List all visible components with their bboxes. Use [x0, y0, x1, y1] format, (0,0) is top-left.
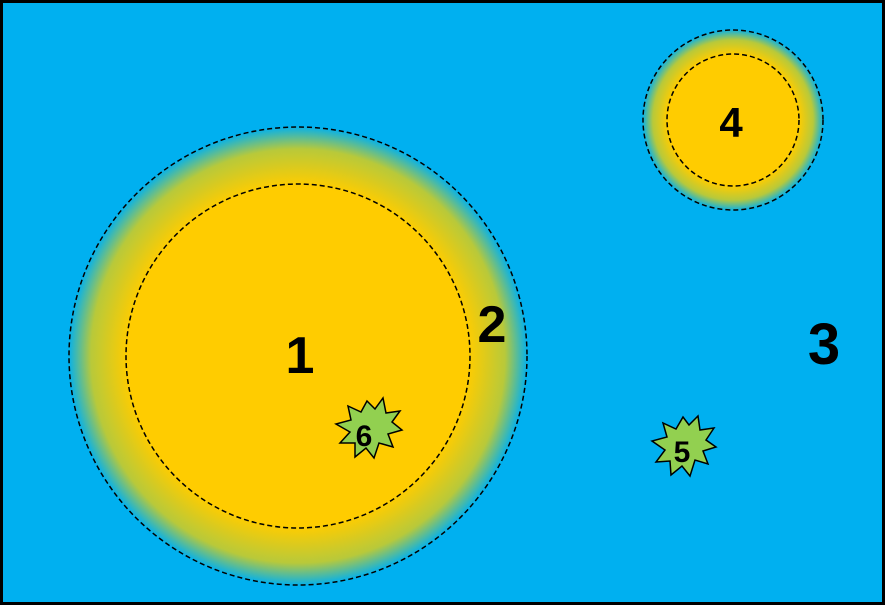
- zone-4-inner-boundary: [666, 53, 800, 187]
- label-zone-1: 1: [286, 327, 315, 385]
- label-zone-3: 3: [808, 312, 840, 377]
- label-star-5: 5: [674, 436, 691, 469]
- zone-2-gradient-ring: [68, 126, 528, 586]
- label-zone-4: 4: [719, 99, 743, 146]
- zone-2-outer-boundary: [68, 126, 528, 586]
- label-star-6: 6: [356, 420, 373, 453]
- label-zone-2: 2: [478, 296, 507, 354]
- large-circle-group: [68, 126, 528, 586]
- zone-4-gradient-ring: [642, 29, 824, 211]
- zone-4-outer-boundary: [642, 29, 824, 211]
- zone-1-inner-boundary: [125, 183, 471, 529]
- star-6-burst: [334, 396, 404, 460]
- star-5-burst: [650, 414, 718, 478]
- small-circle-group: [642, 29, 824, 211]
